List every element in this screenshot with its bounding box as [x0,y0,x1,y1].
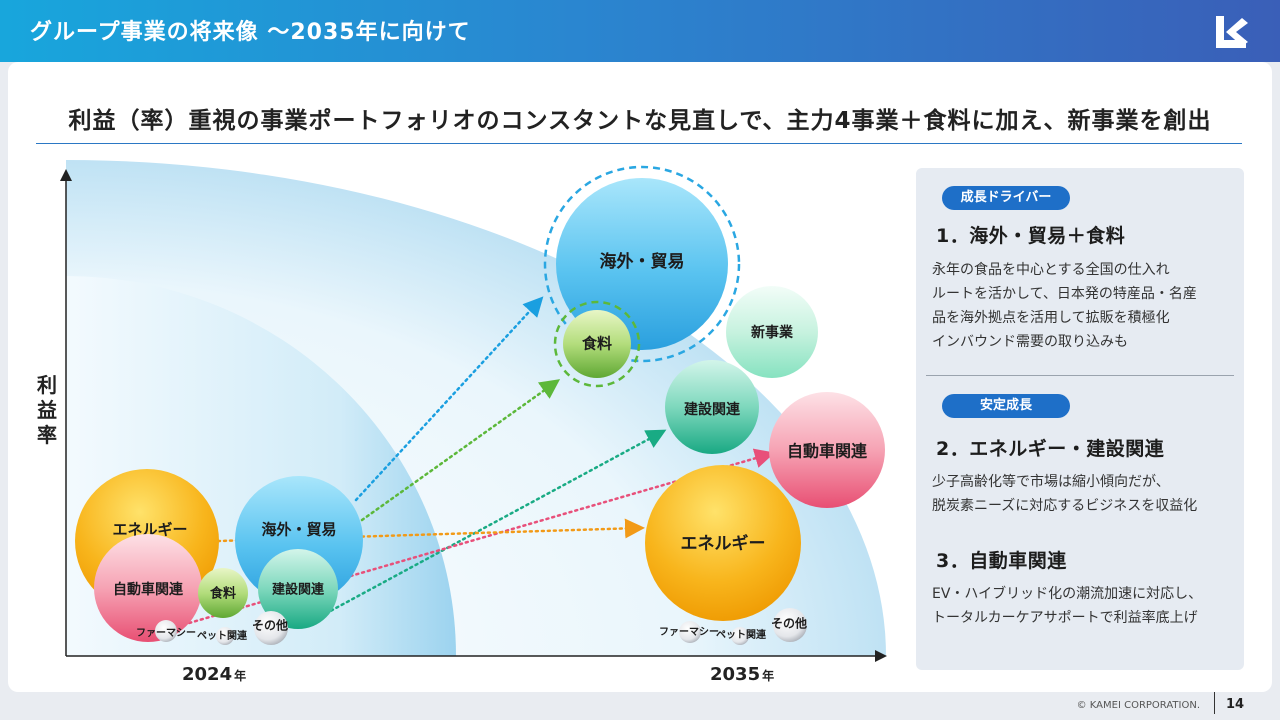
svg-text:利: 利 [37,373,57,397]
svg-text:その他: その他 [252,618,288,633]
copyright: © KAMEI CORPORATION. [1076,700,1200,711]
item3-text: EV・ハイブリッド化の潮流加速に対応し、 トータルカーケアサポートで利益率底上げ [932,586,1203,626]
bubble-2035-construction: 建設関連 [665,360,759,454]
footer-separator [1214,692,1215,714]
y-axis-label: 利 益 率 [37,373,57,447]
bubble-2024-other: その他 [252,611,288,645]
svg-text:ペット関連: ペット関連 [197,629,248,642]
page-title: グループ事業の将来像 ～2035年に向けて [30,20,471,45]
item2-title: 2．エネルギー・建設関連 [936,438,1165,460]
bubble-2024-pet: ペット関連 [197,627,248,645]
panel-divider [926,375,1234,376]
svg-text:ファーマシー: ファーマシー [136,627,196,639]
svg-text:率: 率 [37,423,57,447]
svg-text:建設関連: 建設関連 [272,582,325,598]
svg-text:ファーマシー: ファーマシー [659,626,719,638]
bubble-2035-new-business: 新事業 [726,286,818,378]
svg-text:エネルギー: エネルギー [112,521,187,539]
svg-text:ペット関連: ペット関連 [716,628,767,641]
svg-text:海外・貿易: 海外・貿易 [261,521,336,539]
header-bar: グループ事業の将来像 ～2035年に向けて [0,0,1280,62]
stable-growth-badge: 安定成長 [942,394,1070,418]
item1-text: 永年の食品を中心とする全国の仕入れ ルートを活かして、日本発の特産品・名産 品を… [932,262,1197,350]
svg-text:自動車関連: 自動車関連 [113,581,184,598]
svg-text:自動車関連: 自動車関連 [787,442,868,461]
svg-text:新事業: 新事業 [751,324,794,341]
bubble-2035-food: 食料 [553,300,641,388]
item2-text: 少子高齢化等で市場は縮小傾向だが、 脱炭素ニーズに対応するビジネスを収益化 [932,474,1198,514]
subtitle-rule [36,143,1242,144]
svg-text:建設関連: 建設関連 [684,401,741,418]
svg-text:食料: 食料 [210,586,236,602]
info-panel [916,168,1244,670]
arrow-food [360,379,561,522]
company-logo [1216,16,1248,48]
bubble-2035-energy: エネルギー [645,465,801,621]
svg-text:益: 益 [37,398,57,422]
growth-driver-badge: 成長ドライバー [942,186,1070,210]
bubble-2035-pet: ペット関連 [716,627,767,645]
svg-text:エネルギー: エネルギー [681,534,766,554]
bubble-2024-food: 食料 [198,568,248,618]
bubble-2035-auto: 自動車関連 [769,392,885,508]
bubble-2024-auto: 自動車関連 [94,534,202,642]
slide-subtitle: 利益（率）重視の事業ポートフォリオのコンスタントな見直しで、主力4事業＋食料に加… [68,108,1212,134]
bubble-2024-pharmacy: ファーマシー [136,620,196,642]
bubble-2035-other: その他 [771,608,807,642]
arrow-energy [216,518,645,543]
svg-text:海外・貿易: 海外・貿易 [600,251,685,272]
bubble-2035-overseas: 海外・貿易 [543,165,741,363]
svg-text:食料: 食料 [582,335,612,353]
bubble-2035-pharmacy: ファーマシー [659,621,719,643]
bubble-2024-construction: 建設関連 [258,549,338,629]
svg-text:その他: その他 [771,616,807,631]
item1-title: 1．海外・貿易＋食料 [936,225,1126,247]
arrow-construction [308,429,667,624]
page-number: 14 [1226,697,1245,712]
item3-title: 3．自動車関連 [936,550,1067,572]
